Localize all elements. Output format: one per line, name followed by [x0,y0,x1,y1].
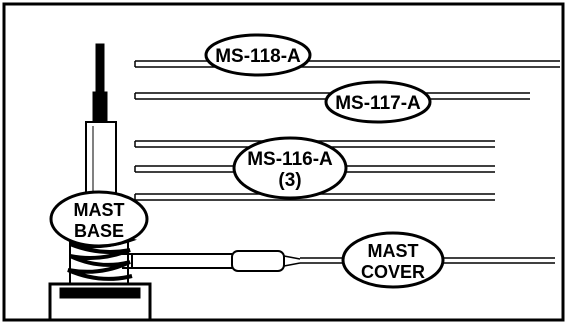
callout-ms-118-a [204,33,312,77]
label-mast-base-2: BASE [74,221,124,241]
label-ms-117-a: MS-117-A [335,93,421,114]
mast-cover-part [122,250,555,272]
label-mast-base-1: MAST [74,200,125,220]
label-ms-116-a-qty: (3) [278,170,301,191]
callout-mast-cover [341,231,445,289]
rod-ms-118-a [134,60,560,68]
label-ms-118-a: MS-118-A [215,46,301,67]
mast-base-part [48,43,152,322]
diagram-frame [2,2,565,322]
callout-mast-base [49,190,149,248]
callout-ms-117-a [324,80,432,124]
label-ms-116-a: MS-116-A [247,149,333,170]
callout-ms-116-a [232,136,348,200]
label-mast-cover-1: MAST [368,241,419,261]
label-mast-cover-2: COVER [361,262,425,282]
